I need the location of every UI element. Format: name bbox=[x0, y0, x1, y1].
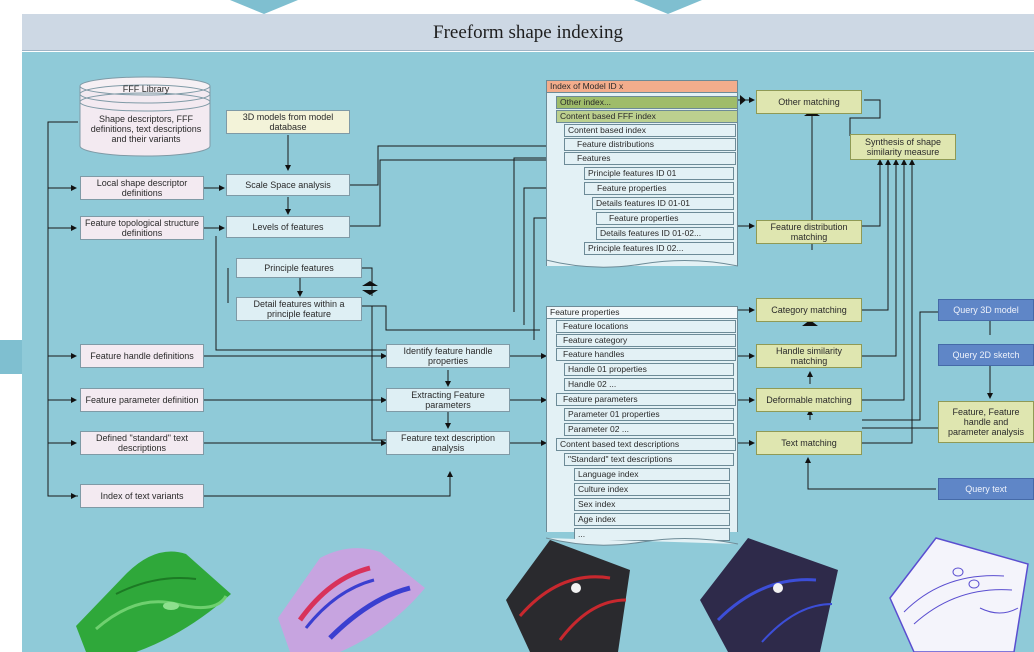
scale-space: Scale Space analysis bbox=[226, 174, 350, 196]
feature-row: Feature parameters bbox=[556, 393, 736, 406]
stack-wave-bottom bbox=[546, 537, 739, 546]
identify-handles: Identify feature handle properties bbox=[386, 344, 510, 368]
category-matching: Category matching bbox=[756, 298, 862, 322]
feature-row: Feature locations bbox=[556, 320, 736, 333]
feature-row: Content based text descriptions bbox=[556, 438, 736, 451]
detail-features: Detail features within a principle featu… bbox=[236, 297, 362, 321]
handle-matching: Handle similarity matching bbox=[756, 344, 862, 368]
text-matching: Text matching bbox=[756, 431, 862, 455]
feature-row: Handle 02 ... bbox=[564, 378, 734, 391]
page-title: Freeform shape indexing bbox=[433, 22, 623, 43]
feature-row: Feature handles bbox=[556, 348, 736, 361]
index-row: Content based index bbox=[564, 124, 736, 137]
top-connector-right bbox=[634, 0, 702, 14]
feature-row: Sex index bbox=[574, 498, 730, 511]
synthesis-similarity: Synthesis of shape similarity measure bbox=[850, 134, 956, 160]
feature-row: Parameter 02 ... bbox=[564, 423, 734, 436]
def-text: Defined "standard" text descriptions bbox=[80, 431, 204, 455]
index-row: Details features ID 01-01 bbox=[592, 197, 734, 210]
def-parameter: Feature parameter definition bbox=[80, 388, 204, 412]
index-row: Feature distributions bbox=[564, 138, 736, 151]
levels-of-features: Levels of features bbox=[226, 216, 350, 238]
blue-feature-lines-image bbox=[700, 538, 838, 652]
deformable-matching: Deformable matching bbox=[756, 388, 862, 412]
extract-parameters: Extracting Feature parameters bbox=[386, 388, 510, 412]
index-row: Feature properties bbox=[596, 212, 734, 225]
stack-wave-top bbox=[546, 259, 739, 268]
index-row: Other index... bbox=[556, 96, 738, 109]
red-feature-lines-image bbox=[506, 540, 630, 652]
query-text: Query text bbox=[938, 478, 1034, 500]
index-row: Index of Model ID x bbox=[546, 80, 738, 93]
def-topological: Feature topological structure definition… bbox=[80, 216, 204, 240]
index-row: Principle features ID 01 bbox=[584, 167, 734, 180]
def-text-variants: Index of text variants bbox=[80, 484, 204, 508]
query-analysis: Feature, Feature handle and parameter an… bbox=[938, 401, 1034, 443]
query-2d-sketch: Query 2D sketch bbox=[938, 344, 1034, 366]
models-source: 3D models from model database bbox=[226, 110, 350, 134]
feature-row: Feature properties bbox=[546, 306, 738, 319]
wireframe-surface-image bbox=[889, 537, 1029, 652]
title-bar: Freeform shape indexing bbox=[22, 14, 1034, 51]
side-connector bbox=[0, 340, 22, 374]
index-row: Details features ID 01-02... bbox=[596, 227, 734, 240]
feature-row: Feature category bbox=[556, 334, 736, 347]
feature-row: Age index bbox=[574, 513, 730, 526]
fff-library-cylinder bbox=[79, 76, 211, 157]
def-local-shape: Local shape descriptor definitions bbox=[80, 176, 204, 200]
feature-row: Culture index bbox=[574, 483, 730, 496]
principle-features: Principle features bbox=[236, 258, 362, 278]
index-row: Features bbox=[564, 152, 736, 165]
other-matching: Other matching bbox=[756, 90, 862, 114]
feature-row: Handle 01 properties bbox=[564, 363, 734, 376]
query-3d-model: Query 3D model bbox=[938, 299, 1034, 321]
index-row: Content based FFF index bbox=[556, 110, 738, 123]
colored-feature-surface-image bbox=[278, 548, 425, 652]
index-row: Principle features ID 02... bbox=[584, 242, 734, 255]
feature-row: Parameter 01 properties bbox=[564, 408, 734, 421]
def-handle: Feature handle definitions bbox=[80, 344, 204, 368]
distribution-matching: Feature distribution matching bbox=[756, 220, 862, 244]
text-analysis: Feature text description analysis bbox=[386, 431, 510, 455]
feature-row: Language index bbox=[574, 468, 730, 481]
top-connector-left bbox=[230, 0, 298, 14]
green-surface-image bbox=[76, 551, 231, 652]
library-title: FFF Library bbox=[122, 84, 170, 94]
library-description: Shape descriptors, FFF definitions, text… bbox=[90, 114, 202, 144]
feature-row: "Standard" text descriptions bbox=[564, 453, 734, 466]
index-row: Feature properties bbox=[584, 182, 734, 195]
